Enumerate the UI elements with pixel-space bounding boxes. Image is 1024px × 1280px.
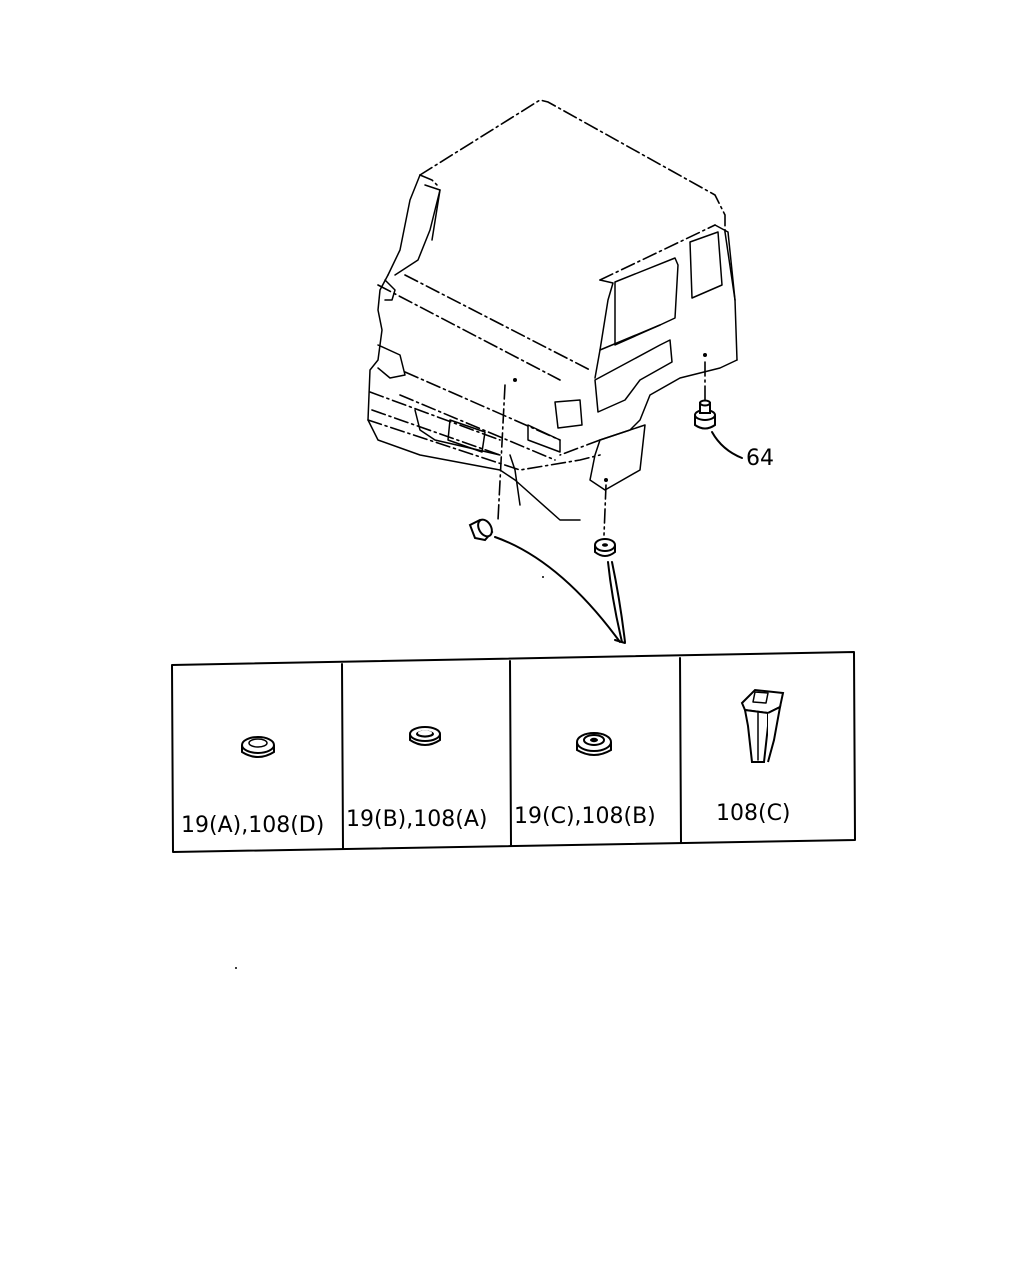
grommet-ring-icon [409, 726, 441, 746]
square-clip-icon [740, 688, 785, 763]
cap-plug-icon [241, 736, 275, 758]
callout-64: 64 [711, 431, 774, 471]
table-cell-label: 19(C),108(B) [514, 804, 656, 829]
callout-64-label: 64 [746, 446, 774, 471]
plug-with-hole-icon [576, 732, 612, 756]
table-cell-label: 108(C) [716, 801, 791, 826]
clip-part-64 [694, 399, 716, 430]
table-cell-label: 19(A),108(D) [181, 813, 324, 838]
leader-lines [235, 536, 626, 969]
truck-cab-illustration [367, 99, 738, 536]
table-cell-label: 19(B),108(A) [346, 807, 487, 832]
plug-part-left [468, 518, 494, 542]
plug-part-right [594, 538, 616, 557]
parts-table: 19(A),108(D) 19(B),108(A) 19(C),108(B) 1… [171, 651, 856, 853]
